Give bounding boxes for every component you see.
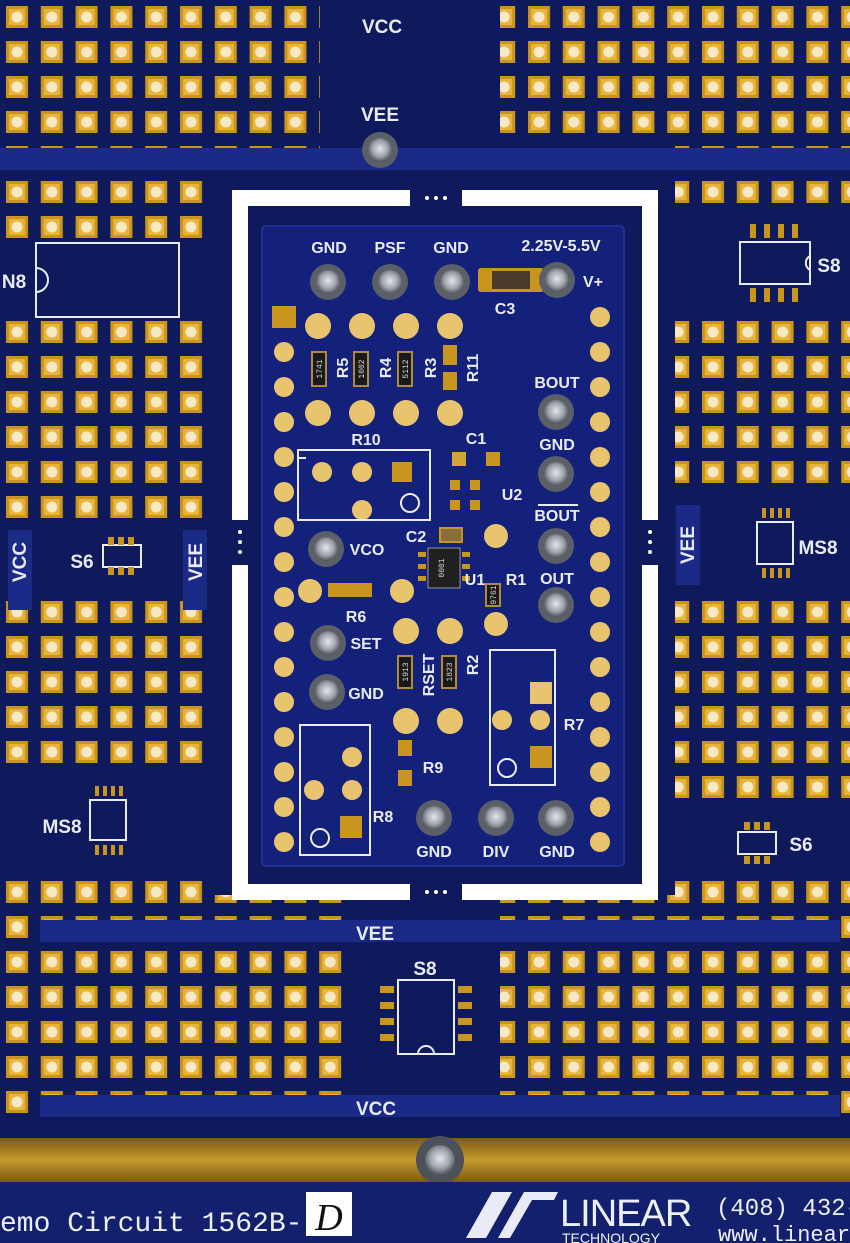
smd-footprint-pads [95, 224, 798, 1041]
header-pads [272, 306, 610, 852]
pin-gnd-4: GND [348, 686, 384, 703]
code-r5: 1741 [316, 359, 325, 378]
lt-logo [466, 1192, 558, 1238]
pin-vplus: V+ [583, 274, 603, 291]
code-r3: 5112 [402, 359, 411, 378]
ref-r8: R8 [373, 809, 394, 826]
ref-r11: R11 [465, 354, 482, 383]
code-r4: 1002 [358, 359, 367, 378]
ref-r10: R10 [351, 432, 380, 449]
u1-chip [427, 547, 461, 589]
handwritten-box [306, 1192, 352, 1236]
through-hole-pads [298, 313, 550, 800]
pin-psf: PSF [374, 240, 405, 257]
ref-r4: R4 [378, 358, 395, 379]
pin-gnd-3: GND [539, 437, 575, 454]
pin-div: DIV [483, 844, 510, 861]
pin-set: SET [350, 636, 381, 653]
footprint-outlines [35, 241, 811, 1055]
ref-r7: R7 [564, 717, 585, 734]
footer-brand: LINEAR [560, 1193, 691, 1235]
code-r2: 1823 [446, 662, 455, 681]
code-r1: 9761 [490, 585, 499, 604]
label-s6-right: S6 [789, 835, 812, 856]
label-ms8-left: MS8 [42, 817, 81, 838]
ref-c1: C1 [466, 431, 487, 448]
pin-voltage-range: 2.25V-5.5V [521, 238, 601, 255]
pin-gnd-5: GND [416, 844, 452, 861]
pin-bout-bar: BOUT [534, 508, 580, 525]
pin-bout: BOUT [534, 375, 580, 392]
pin-gnd-1: GND [311, 240, 347, 257]
label-s6-left: S6 [70, 552, 93, 573]
ref-r1: R1 [506, 572, 527, 589]
ref-u1: U1 [465, 572, 486, 589]
handwritten-d: D [314, 1197, 342, 1239]
footer-demo-text: emo Circuit 1562B- [0, 1209, 302, 1240]
label-vee-top: VEE [361, 105, 399, 126]
code-u1: 0001 [438, 558, 447, 577]
label-n8: N8 [2, 272, 26, 293]
ref-rset: RSET [421, 653, 438, 696]
label-vcc-left: VCC [10, 542, 31, 582]
code-rset: 1913 [402, 662, 411, 681]
pin-gnd-2: GND [433, 240, 469, 257]
ref-r6: R6 [346, 609, 367, 626]
label-s8-top-right: S8 [817, 256, 840, 277]
label-vcc-bottom: VCC [356, 1099, 396, 1120]
ref-r3: R3 [423, 358, 440, 379]
footer-website: www.linear [718, 1223, 850, 1243]
ref-u2: U2 [502, 487, 523, 504]
footer-brand-sub: TECHNOLOGY [562, 1230, 661, 1243]
power-rails [0, 148, 850, 1117]
ref-r2: R2 [465, 655, 482, 676]
label-s8-bottom: S8 [413, 959, 436, 980]
pin-out: OUT [540, 571, 574, 588]
ref-r9: R9 [423, 760, 444, 777]
pin-gnd-6: GND [539, 844, 575, 861]
footer-phone: (408) 432- [716, 1196, 850, 1223]
label-vee-left: VEE [186, 543, 207, 581]
ref-r5: R5 [335, 358, 352, 379]
ref-c3: C3 [495, 301, 516, 318]
label-vee-right: VEE [678, 526, 699, 564]
test-points [308, 132, 575, 836]
inner-board [261, 225, 625, 867]
smd-resistors [311, 345, 501, 786]
label-vee-bottom: VEE [356, 924, 394, 945]
ref-c2: C2 [406, 529, 427, 546]
label-ms8-right: MS8 [798, 538, 837, 559]
label-vcc-top: VCC [362, 17, 402, 38]
trimmer-outlines [297, 449, 556, 856]
pin-vco: VCO [350, 542, 385, 559]
